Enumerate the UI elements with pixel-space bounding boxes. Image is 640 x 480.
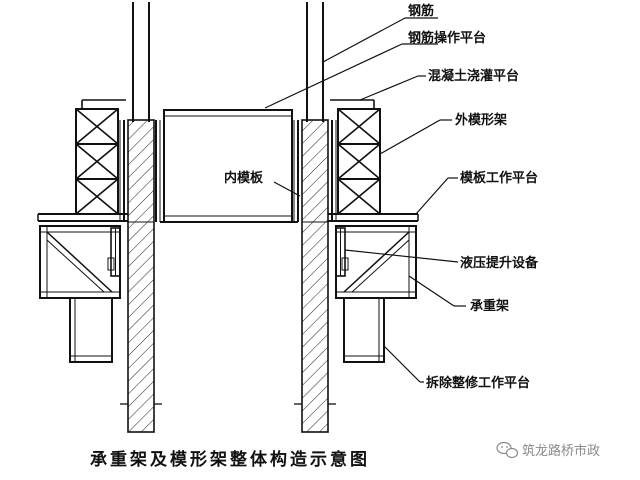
label-hydraulic-lift: 液压提升设备 <box>460 255 539 271</box>
right-dismantle-platform <box>343 297 385 363</box>
left-outer-formwork-plate <box>119 120 125 222</box>
wechat-icon <box>496 441 519 459</box>
label-load-frame: 承重架 <box>470 298 509 314</box>
watermark-text: 筑龙路桥市政 <box>522 443 600 459</box>
right-hydraulic-lift <box>335 227 349 277</box>
label-concrete-platform: 混凝土浇灌平台 <box>428 68 519 84</box>
label-rebar: 钢筋 <box>408 3 434 19</box>
label-rebar-platform: 钢筋操作平台 <box>408 30 486 46</box>
right-formwork-platform <box>328 213 419 222</box>
left-inner-formwork-plate <box>155 120 161 222</box>
left-wall <box>127 119 155 433</box>
label-dismantle-platform: 拆除整修工作平台 <box>426 375 530 391</box>
diagram-caption: 承重架及模形架整体构造示意图 <box>90 449 370 470</box>
label-formwork-platform: 模板工作平台 <box>460 170 538 186</box>
left-hydraulic-lift <box>107 227 121 277</box>
right-inner-formwork-plate <box>293 120 299 222</box>
label-inner-formwork: 内模板 <box>224 170 264 186</box>
left-outer-formwork-frame <box>75 99 126 215</box>
inner-formwork <box>160 109 298 223</box>
left-formwork-platform <box>37 213 128 222</box>
right-rebar <box>306 2 324 122</box>
left-rebar <box>132 2 150 122</box>
left-dismantle-platform <box>69 297 113 363</box>
watermark: 筑龙路桥市政 <box>496 441 600 459</box>
right-outer-formwork-plate <box>331 120 337 222</box>
right-wall <box>301 119 329 433</box>
label-outer-formwork-frame: 外模形架 <box>454 112 507 128</box>
leader-lines <box>264 17 466 383</box>
right-outer-formwork-frame <box>330 99 381 215</box>
